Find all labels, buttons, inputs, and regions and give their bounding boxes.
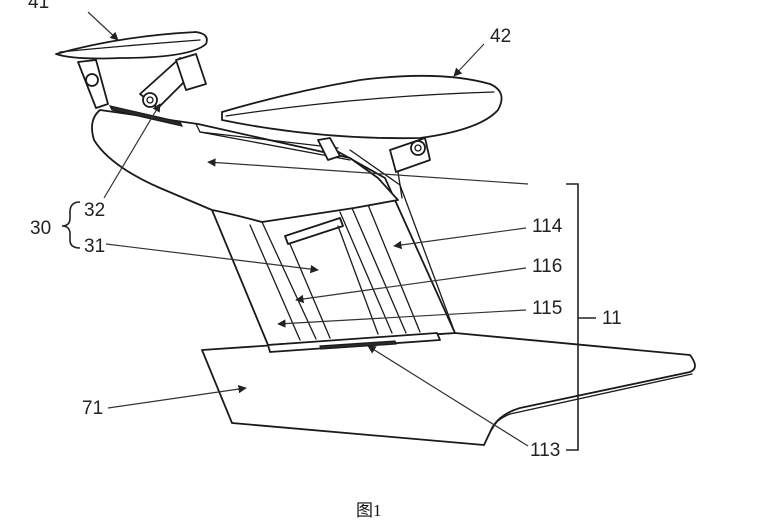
linkage-30 (77, 53, 207, 127)
leader-lines (87, 11, 529, 447)
slider-block-116 (284, 217, 379, 339)
ref-label-32: 32 (84, 200, 105, 221)
ref-label-42: 42 (490, 26, 511, 47)
ref-label-41: 41 (28, 0, 49, 13)
seat-42 (221, 74, 503, 140)
ref-label-113: 113 (530, 440, 560, 461)
ref-label-115: 115 (532, 298, 562, 319)
base-plate-71 (201, 332, 696, 446)
bracket-11 (566, 183, 596, 451)
ref-label-11: 11 (602, 308, 622, 329)
ref-label-31: 31 (84, 236, 105, 257)
upper-housing (91, 109, 399, 223)
rear-hinge (317, 137, 431, 199)
ref-label-114: 114 (532, 216, 563, 237)
slide-plate-113 (267, 332, 441, 353)
ref-label-71: 71 (82, 398, 103, 419)
figure-caption: 图1 (356, 501, 382, 520)
ref-label-116: 116 (532, 256, 562, 277)
ref-label-30: 30 (30, 218, 51, 239)
seat-41 (55, 31, 208, 60)
bracket-30 (61, 201, 81, 249)
